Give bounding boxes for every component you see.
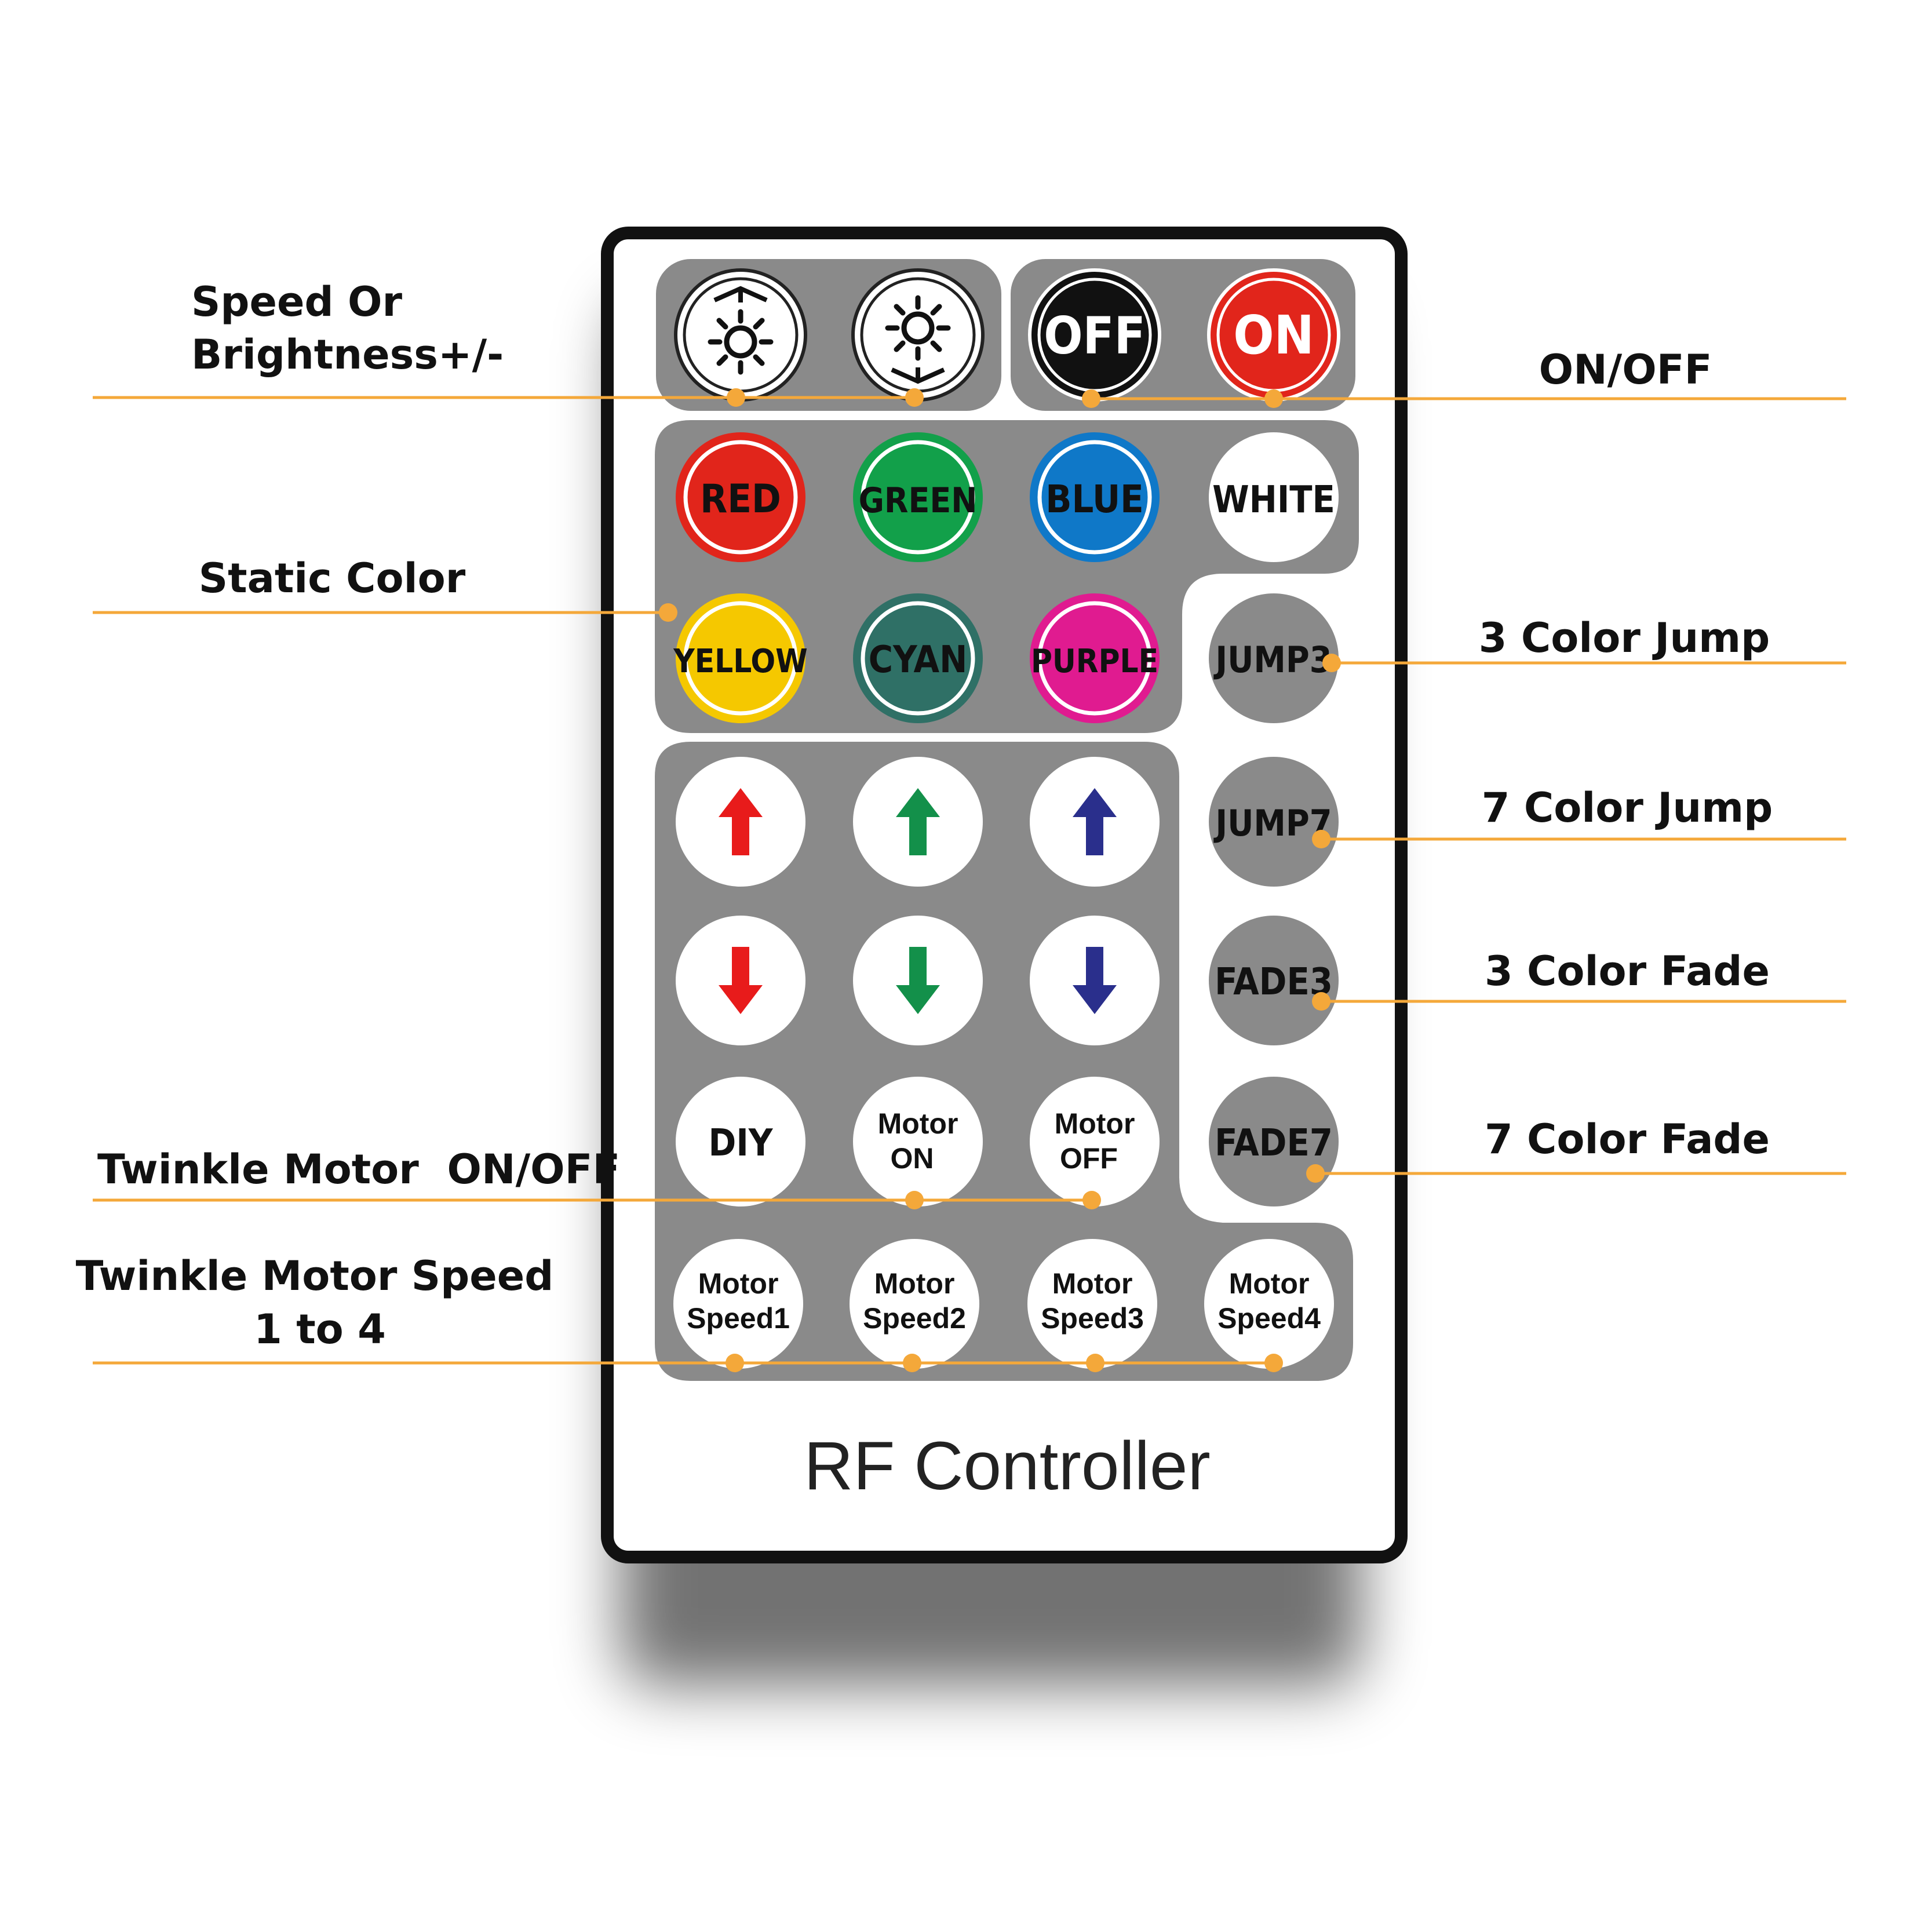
callout-color-fade-3: 3 Color Fade — [1485, 947, 1770, 995]
blue-down-button[interactable] — [1030, 916, 1160, 1045]
motor-speed1-button[interactable]: Motor Speed1 — [673, 1239, 803, 1369]
yellow-button[interactable]: YELLOW — [673, 593, 808, 723]
callout-static-color: Static Color — [199, 555, 466, 602]
red-label: RED — [700, 476, 781, 522]
remote-title: RF Controller — [804, 1428, 1211, 1504]
callout-color-fade-7: 7 Color Fade — [1485, 1116, 1770, 1163]
motor-speed4-button[interactable]: Motor Speed4 — [1204, 1239, 1334, 1369]
purple-button[interactable]: PURPLE — [1030, 593, 1160, 723]
motor-on-label-line2: ON — [891, 1142, 934, 1175]
fade7-label: FADE7 — [1215, 1122, 1333, 1165]
speed3-label-line2: Speed3 — [1041, 1302, 1144, 1335]
off-label: OFF — [1044, 306, 1145, 366]
callout-speed-brightness-line1: Speed Or — [191, 278, 402, 326]
sun-down-icon — [888, 298, 948, 384]
fade7-button[interactable]: FADE7 — [1209, 1077, 1339, 1206]
cyan-button[interactable]: CYAN — [853, 593, 983, 723]
panel-colors — [655, 420, 1359, 733]
green-up-button[interactable] — [853, 757, 983, 887]
on-label: ON — [1233, 304, 1314, 366]
yellow-label: YELLOW — [673, 643, 808, 680]
panel-arrows — [655, 742, 1353, 1381]
callout-twinkle-motor-speed-line2: 1 to 4 — [254, 1306, 386, 1353]
speed1-label-line1: Motor — [698, 1267, 779, 1300]
on-button[interactable]: ON — [1207, 268, 1340, 402]
green-button[interactable]: GREEN — [853, 432, 983, 562]
motor-speed2-button[interactable]: Motor Speed2 — [850, 1239, 979, 1369]
motor-speed3-button[interactable]: Motor Speed3 — [1027, 1239, 1157, 1369]
motor-on-label-line1: Motor — [878, 1107, 958, 1140]
callout-color-jump-3: 3 Color Jump — [1479, 614, 1770, 662]
motor-off-label-line2: OFF — [1060, 1142, 1118, 1175]
callout-twinkle-motor-on-off: Twinkle Motor ON/OFF — [97, 1146, 620, 1193]
callout-speed-brightness-line2: Brightness+/- — [191, 331, 504, 378]
off-button[interactable]: OFF — [1028, 268, 1161, 402]
jump7-button[interactable]: JUMP7 — [1209, 757, 1339, 887]
red-down-button[interactable] — [676, 916, 805, 1045]
sun-up-icon — [710, 286, 771, 372]
red-button[interactable]: RED — [676, 432, 805, 562]
speed1-label-line2: Speed1 — [687, 1302, 790, 1335]
fade3-button[interactable]: FADE3 — [1209, 916, 1339, 1045]
brightness-down-button[interactable] — [851, 268, 985, 402]
motor-off-button[interactable]: Motor OFF — [1030, 1077, 1160, 1206]
motor-off-label-line1: Motor — [1055, 1107, 1135, 1140]
red-up-button[interactable] — [676, 757, 805, 887]
white-button[interactable]: WHITE — [1209, 432, 1339, 562]
leader-dots — [659, 388, 1341, 1372]
cyan-label: CYAN — [869, 639, 968, 681]
jump3-label: JUMP3 — [1213, 639, 1332, 681]
green-label: GREEN — [859, 480, 978, 521]
white-label: WHITE — [1212, 479, 1335, 522]
speed3-label-line1: Motor — [1052, 1267, 1133, 1300]
callout-on-off: ON/OFF — [1539, 346, 1712, 393]
diy-label: DIY — [709, 1122, 774, 1165]
callout-twinkle-motor-speed-line1: Twinkle Motor Speed — [76, 1252, 554, 1300]
brightness-up-button[interactable] — [674, 268, 807, 402]
speed4-label-line1: Motor — [1229, 1267, 1310, 1300]
blue-button[interactable]: BLUE — [1030, 432, 1160, 562]
leader-lines — [93, 396, 1846, 1365]
speed2-label-line2: Speed2 — [863, 1302, 966, 1335]
blue-up-button[interactable] — [1030, 757, 1160, 887]
motor-on-button[interactable]: Motor ON — [853, 1077, 983, 1206]
jump3-button[interactable]: JUMP3 — [1209, 593, 1339, 723]
diy-button[interactable]: DIY — [676, 1077, 805, 1206]
speed2-label-line1: Motor — [874, 1267, 955, 1300]
green-down-button[interactable] — [853, 916, 983, 1045]
callout-color-jump-7: 7 Color Jump — [1482, 784, 1773, 832]
purple-label: PURPLE — [1031, 643, 1158, 680]
fade3-label: FADE3 — [1215, 961, 1333, 1004]
blue-label: BLUE — [1045, 477, 1144, 522]
speed4-label-line2: Speed4 — [1217, 1302, 1321, 1335]
